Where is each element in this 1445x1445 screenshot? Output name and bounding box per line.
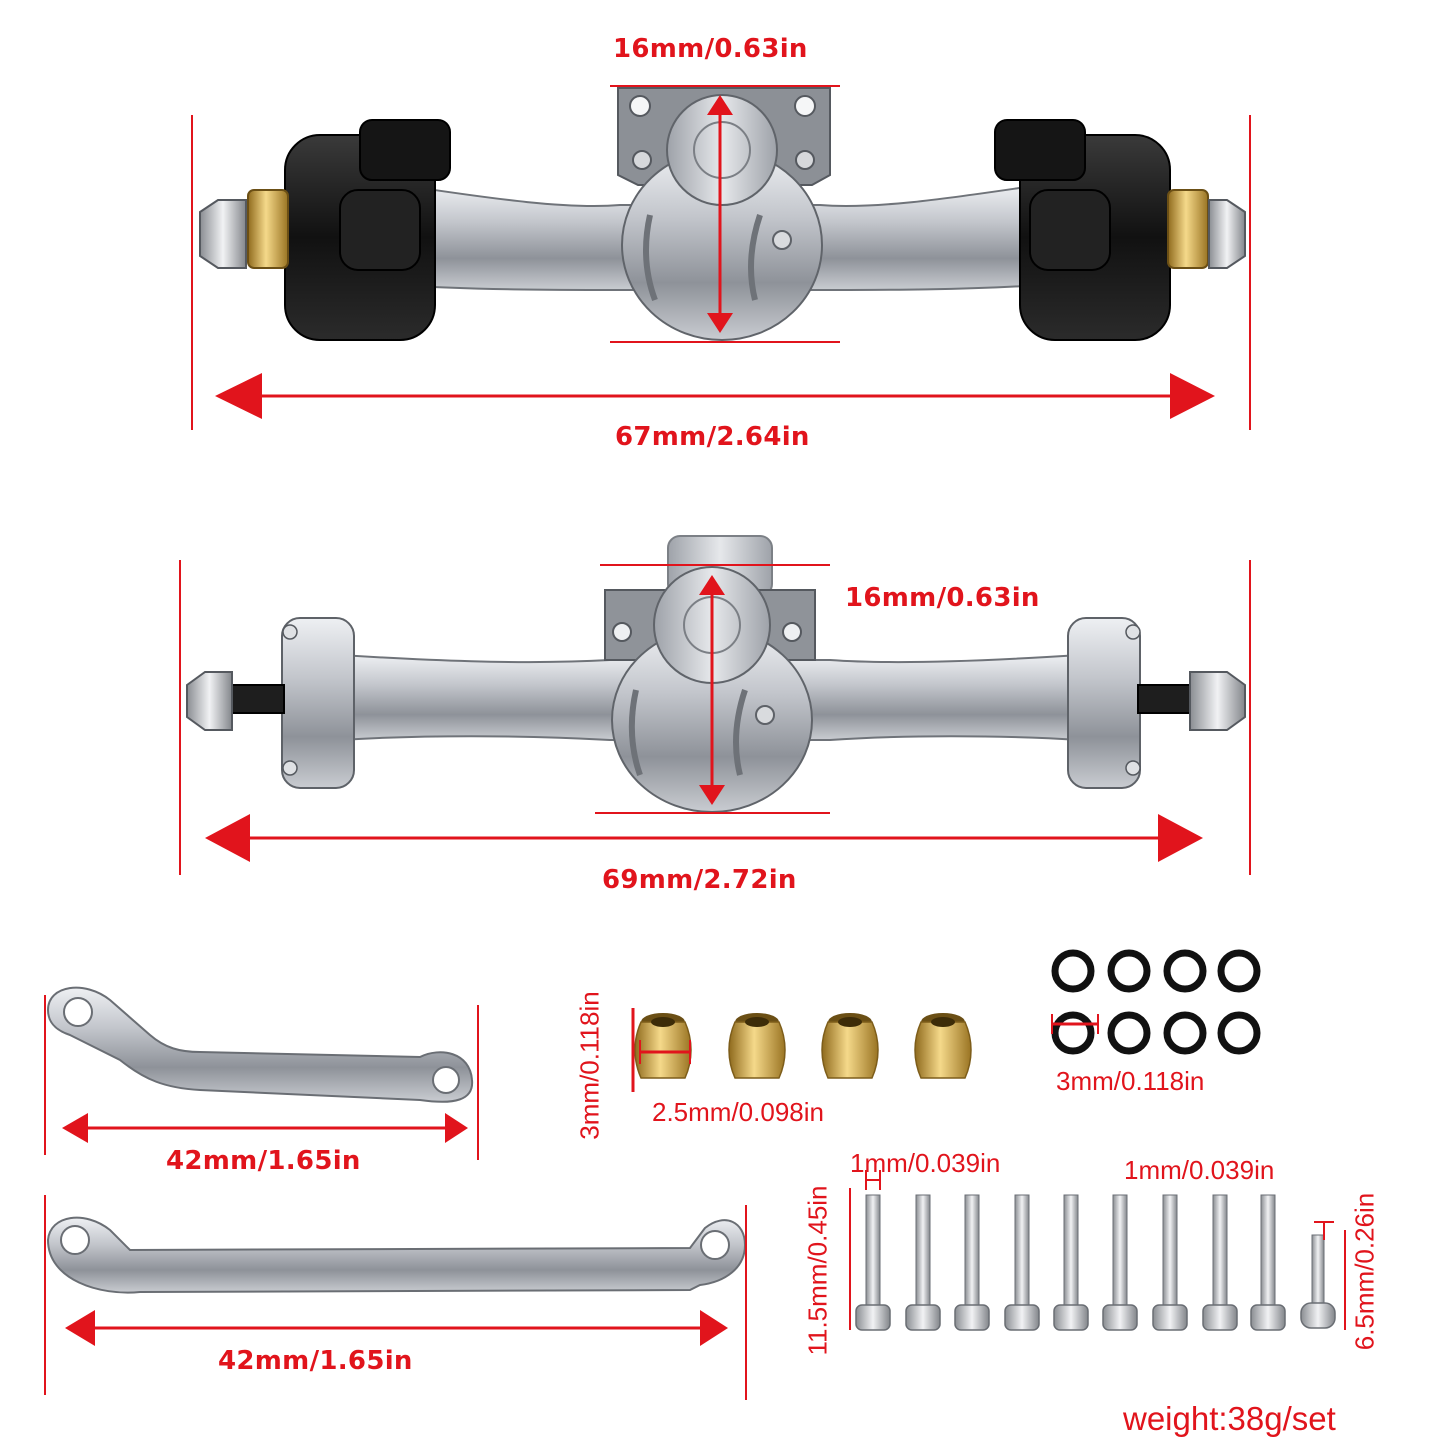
steering-link-long-dimension	[44, 1195, 747, 1400]
o-rings	[1051, 949, 1261, 1055]
front-axle-width-label: 67mm/2.64in	[615, 422, 810, 452]
screw-long-length-label: 11.5mm/0.45in	[802, 1185, 833, 1356]
screw-short-diameter-label: 1mm/0.039in	[1124, 1155, 1275, 1185]
front-axle	[199, 87, 1246, 341]
weight-label: weight:38g/set	[1123, 1400, 1336, 1437]
front-axle-height-label: 16mm/0.63in	[613, 34, 808, 64]
steering-link-long-length-label: 42mm/1.65in	[218, 1346, 413, 1376]
screw-short-length-label: 6.5mm/0.26in	[1349, 1192, 1380, 1351]
rear-axle-width-label: 69mm/2.72in	[602, 865, 797, 895]
bushing-height-label: 3mm/0.118in	[574, 991, 605, 1140]
rear-axle	[186, 535, 1246, 813]
o-ring-dimension	[1051, 1014, 1099, 1034]
steering-link-short	[46, 986, 474, 1103]
bushing-dimension	[631, 1008, 691, 1092]
rear-axle-height-label: 16mm/0.63in	[845, 583, 1040, 613]
bushing-width-label: 2.5mm/0.098in	[652, 1097, 824, 1127]
front-axle-dimension-lines	[191, 85, 1251, 430]
o-ring-size-label: 3mm/0.118in	[1056, 1066, 1205, 1096]
steering-link-short-dimension	[44, 995, 479, 1160]
screw-long-diameter-label: 1mm/0.039in	[850, 1148, 1001, 1178]
steering-link-long	[46, 1216, 747, 1294]
screw-short	[1300, 1234, 1336, 1329]
screw-dimensions	[849, 1170, 1346, 1330]
screws-long	[855, 1194, 1286, 1331]
rear-axle-dimension-lines	[179, 560, 1251, 875]
brass-bushings	[634, 1013, 972, 1079]
steering-link-short-length-label: 42mm/1.65in	[166, 1146, 361, 1176]
